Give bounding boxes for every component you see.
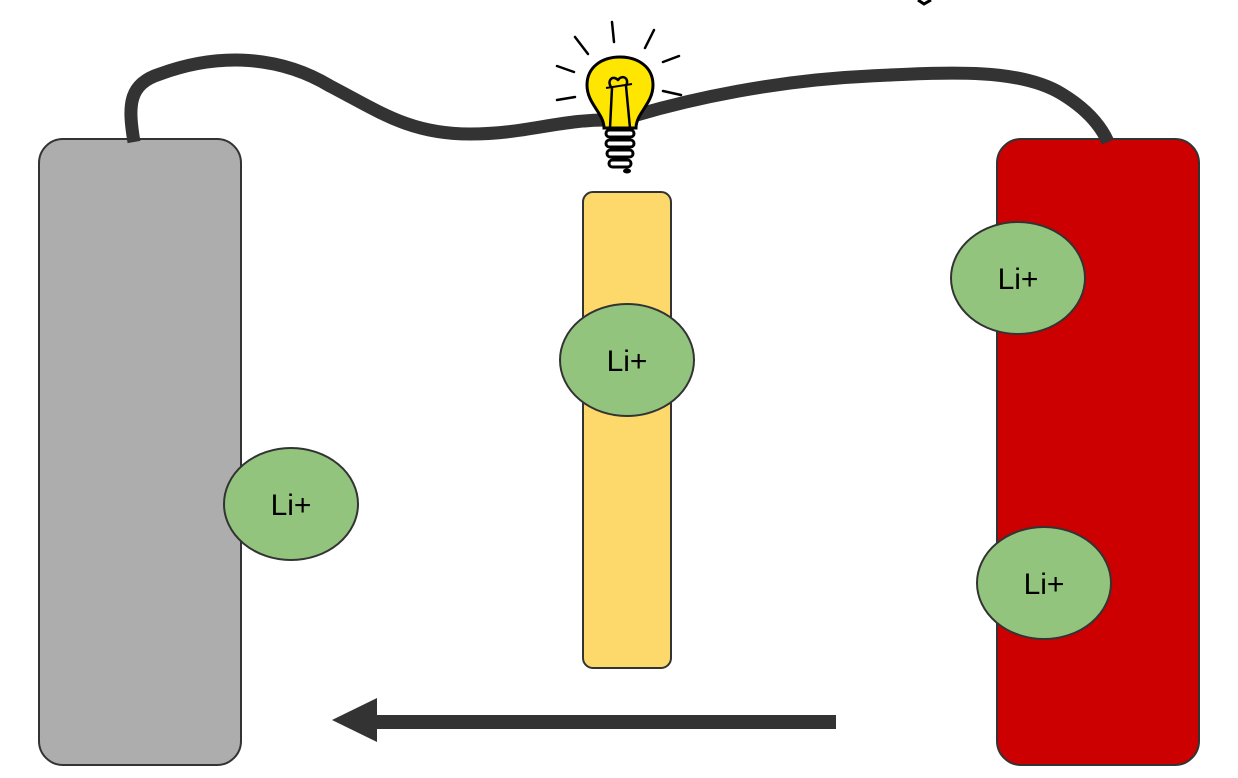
li-ion-cathode-bottom: Li+ — [976, 526, 1112, 640]
lightbulb-icon — [555, 20, 683, 174]
separator — [582, 191, 672, 669]
ion-label: Li+ — [271, 489, 312, 522]
external-wire — [124, 53, 1114, 145]
ion-label: Li+ — [607, 345, 648, 378]
cropped-title-glyph — [917, 0, 932, 6]
li-ion-anode: Li+ — [223, 447, 359, 561]
anode-electrode — [38, 138, 242, 766]
arrow-left-icon — [332, 698, 836, 742]
li-ion-cathode-top: Li+ — [950, 221, 1086, 335]
ion-label: Li+ — [998, 263, 1039, 296]
ion-label: Li+ — [1024, 568, 1065, 601]
li-ion-separator: Li+ — [559, 303, 695, 417]
